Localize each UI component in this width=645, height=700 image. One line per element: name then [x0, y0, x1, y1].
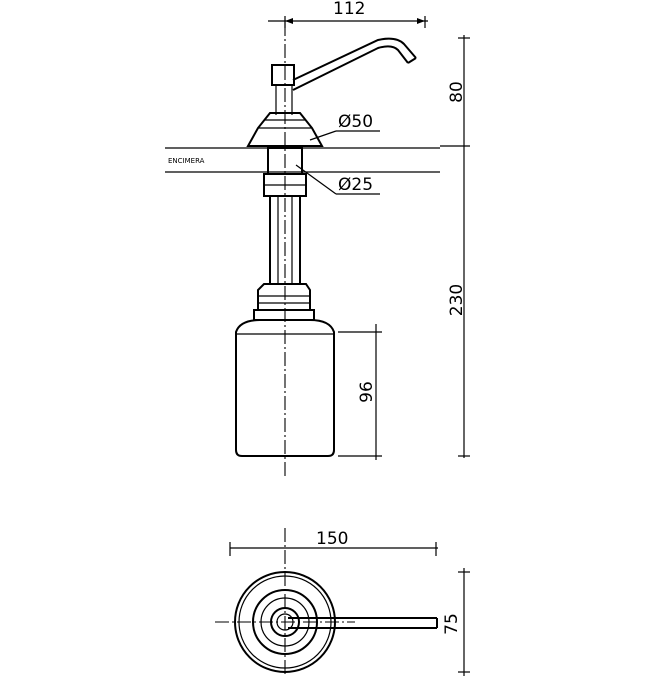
dim-total-height-value: 230 — [447, 284, 467, 316]
worktop-label: ENCIMERA — [168, 157, 205, 165]
plan-circles — [234, 571, 336, 673]
dim-spout-reach — [268, 16, 428, 28]
bottle — [235, 319, 335, 457]
dim-plan-width — [229, 542, 438, 556]
dim-head-height-value: 80 — [447, 81, 467, 103]
dim-shank-leader — [295, 164, 380, 195]
dim-plan-depth-value: 75 — [442, 613, 462, 635]
dim-vertical-total — [440, 35, 470, 458]
pump-head — [271, 64, 295, 86]
dim-spout-reach-value: 112 — [333, 0, 365, 19]
dim-flange-leader — [309, 130, 380, 141]
spout — [292, 37, 417, 91]
dim-bottle-height-value: 96 — [357, 381, 377, 403]
dim-plan-width-value: 150 — [316, 529, 348, 549]
dim-flange-value: Ø50 — [338, 112, 373, 132]
dim-bottle-height — [338, 324, 382, 460]
flange — [246, 112, 324, 147]
bottle-collar — [253, 283, 315, 321]
dim-shank-value: Ø25 — [338, 175, 373, 195]
plan-spout — [288, 617, 438, 629]
dim-plan-depth — [458, 568, 470, 676]
